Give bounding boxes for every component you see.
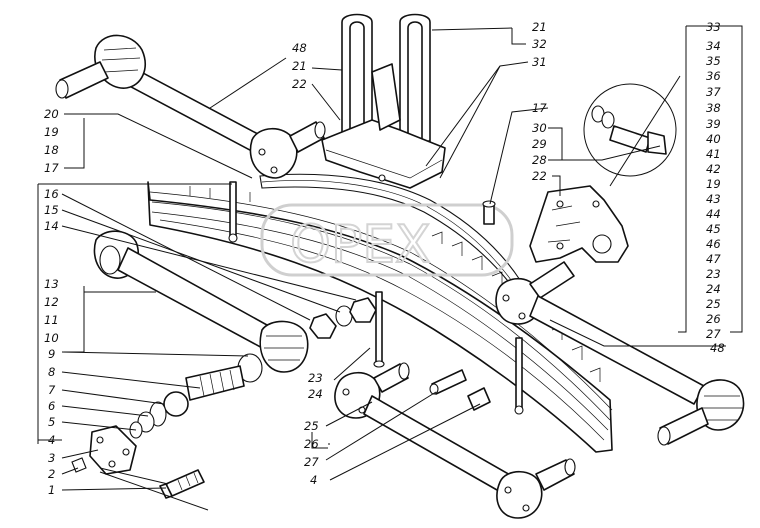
callout-17: 17	[532, 101, 547, 115]
bolt-27	[429, 369, 467, 395]
callout-27: 27	[304, 455, 319, 469]
nut-washer-stack	[309, 297, 377, 339]
callout-42: 42	[706, 162, 721, 176]
callout-29: 29	[532, 137, 547, 151]
watermark: ОРЕХ	[260, 203, 514, 277]
callout-9: 9	[48, 347, 55, 361]
bottom-center-rod	[334, 362, 576, 519]
spring-shackle-left	[228, 181, 238, 243]
callout-45: 45	[706, 222, 721, 236]
callout-2: 2	[48, 467, 55, 481]
callout-13: 13	[44, 277, 59, 291]
callout-11: 11	[44, 313, 59, 327]
callout-35: 35	[706, 54, 721, 68]
callout-37: 37	[706, 85, 721, 99]
callout-39: 39	[706, 117, 721, 131]
lower-right-rod	[495, 261, 745, 446]
callout-22: 22	[532, 169, 547, 183]
callout-26: 26	[706, 312, 721, 326]
callout-25: 25	[706, 297, 721, 311]
callout-12: 12	[44, 295, 59, 309]
callout-18: 18	[44, 143, 59, 157]
bracket-bolt	[591, 105, 667, 155]
spring-bracket	[529, 185, 629, 263]
callout-21: 21	[532, 20, 547, 34]
callout-43: 43	[706, 192, 721, 206]
lower-left-rod	[93, 230, 309, 439]
upper-reaction-rod	[55, 34, 326, 179]
detail-circle	[583, 83, 677, 177]
callout-46: 46	[706, 237, 721, 251]
svg-text:ОРЕХ: ОРЕХ	[290, 215, 431, 275]
leader-lines	[37, 25, 743, 511]
ball-joint-cover-plate	[71, 425, 137, 475]
bolt-1	[159, 469, 205, 499]
callout-32: 32	[532, 37, 547, 51]
callout-48: 48	[710, 341, 725, 355]
spring-clamp-plate	[321, 63, 446, 189]
callout-31: 31	[532, 55, 547, 69]
callout-19: 19	[44, 125, 59, 139]
callout-25: 25	[304, 419, 319, 433]
callout-24: 24	[706, 282, 721, 296]
callout-28: 28	[532, 153, 547, 167]
callout-20: 20	[44, 107, 59, 121]
callout-15: 15	[44, 203, 59, 217]
callout-23: 23	[706, 267, 721, 281]
callout-41: 41	[706, 147, 721, 161]
callout-4: 4	[310, 473, 317, 487]
spring-shackle-right	[514, 337, 524, 415]
callout-6: 6	[48, 399, 55, 413]
callout-14: 14	[44, 219, 59, 233]
callout-10: 10	[44, 331, 59, 345]
callout-26: 26	[304, 437, 319, 451]
callout-1: 1	[48, 483, 55, 497]
callout-7: 7	[48, 383, 56, 397]
callout-48: 48	[292, 41, 307, 55]
callout-24: 24	[308, 387, 323, 401]
center-bolt	[373, 291, 385, 368]
callout-19: 19	[706, 177, 721, 191]
callout-22: 22	[292, 77, 307, 91]
callout-16: 16	[44, 187, 59, 201]
callout-40: 40	[706, 132, 721, 146]
callout-33: 33	[706, 20, 721, 34]
callout-38: 38	[706, 101, 721, 115]
callout-17: 17	[44, 161, 59, 175]
bushing-sleeve	[467, 387, 491, 411]
callout-labels: 48 21 22 21 32 31 20 19 18 17 16 15 14 1…	[44, 20, 725, 497]
callout-27: 27	[706, 327, 721, 341]
callout-21: 21	[292, 59, 307, 73]
callout-4: 4	[48, 433, 55, 447]
callout-5: 5	[48, 415, 55, 429]
callout-30: 30	[532, 121, 547, 135]
callout-23: 23	[308, 371, 323, 385]
callout-36: 36	[706, 69, 721, 83]
callout-34: 34	[706, 39, 721, 53]
callout-44: 44	[706, 207, 721, 221]
callout-8: 8	[48, 365, 55, 379]
callout-47: 47	[706, 252, 721, 266]
small-pin-17	[482, 200, 496, 225]
callout-3: 3	[48, 451, 55, 465]
